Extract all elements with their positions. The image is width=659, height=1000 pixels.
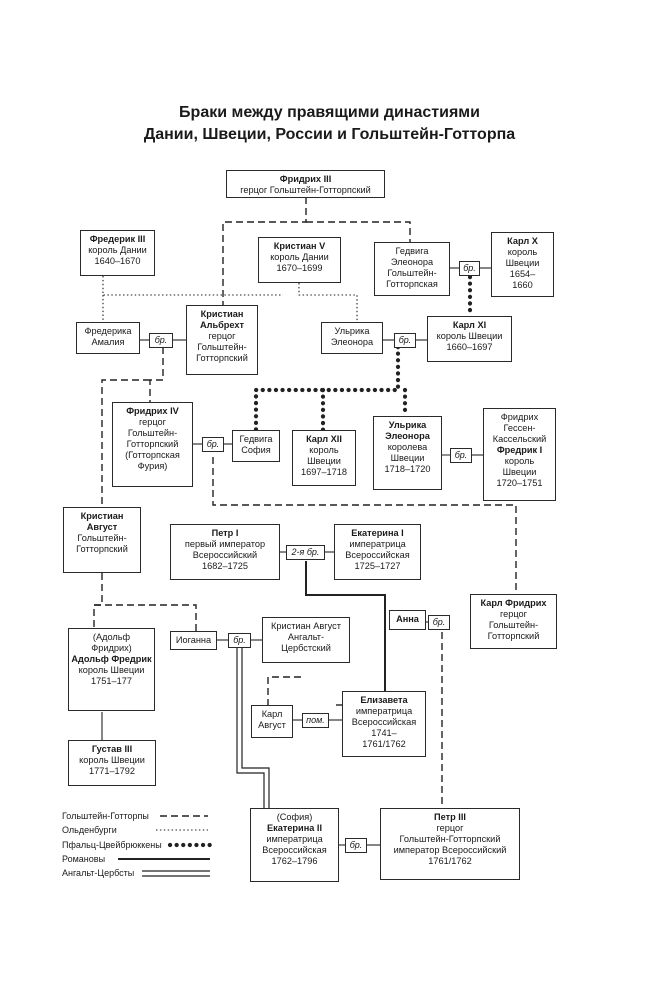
betrothal-marker-karl-avgust-elizaveta: пом. xyxy=(302,713,329,728)
person-ekaterina-2: (София) Екатерина II императрица Всеросс… xyxy=(250,808,339,882)
person-gedviga-sofia: Гедвига София xyxy=(232,430,280,462)
person-fridrih-4: Фридрих IV герцог Гольштейн- Готторпский… xyxy=(112,402,193,487)
person-kristian-5: Кристиан V король Дании 1670–1699 xyxy=(258,237,341,283)
person-karl-avgust: Карл Август xyxy=(251,705,293,738)
person-ulrika-eleonora-queen: Ульрика Элеонора королева Швеции 1718–17… xyxy=(373,416,442,490)
legend-pfalz: Пфальц-Цвейбрюккены xyxy=(62,840,162,850)
person-fredrik-1: Фридрих Гессен- Кассельский Фредрик I ко… xyxy=(483,408,556,501)
person-anna: Анна xyxy=(389,610,426,630)
marriage-marker-frederika-kristian-albreht: бр. xyxy=(149,333,173,348)
marriage-marker-gedviga-karl10: бр. xyxy=(459,261,480,276)
person-karl-12: Карл XII король Швеции 1697–1718 xyxy=(292,430,356,486)
person-gustav-3: Густав III король Швеции 1771–1792 xyxy=(68,740,156,786)
legend-lines xyxy=(118,815,213,877)
marriage-marker-ekaterina2-petr3: бр. xyxy=(345,838,367,853)
person-karl-10: Карл X король Швеции 1654– 1660 xyxy=(491,232,554,297)
person-adolf-fredrik: (Адольф Фридрих) Адольф Фредрик король Ш… xyxy=(68,628,155,711)
marriage-marker-fridrih4-gedviga-sofia: бр. xyxy=(202,437,224,452)
oldenburg-lines xyxy=(102,276,358,322)
person-frederik-3: Фредерик III король Дании 1640–1670 xyxy=(80,230,155,276)
legend-oldenburg: Ольденбурги xyxy=(62,825,117,835)
marriage-marker-petr1-ekaterina1: 2-я бр. xyxy=(286,545,325,560)
person-petr-1: Петр I первый император Всероссийский 16… xyxy=(170,524,280,580)
person-ekaterina-1: Екатерина I императрица Всероссийская 17… xyxy=(334,524,421,580)
legend-romanov: Романовы xyxy=(62,854,106,864)
holstein-lines xyxy=(93,197,517,808)
marriage-marker-anna-karl-fridrih: бр. xyxy=(428,615,450,630)
anhalt-lines xyxy=(236,648,270,808)
legend-holstein: Гольштейн-Готторпы xyxy=(62,811,149,821)
person-kristian-avgust-anhalt: Кристиан Август Ангальт- Цербстский xyxy=(262,617,350,663)
person-gedviga-eleonora: Гедвига Элеонора Гольштейн- Готторпская xyxy=(374,242,450,296)
romanov-lines xyxy=(305,561,386,691)
person-ioganna: Иоганна xyxy=(170,631,217,650)
title-line-2: Дании, Швеции, России и Гольштейн-Готтор… xyxy=(143,126,516,143)
legend-anhalt: Ангальт-Цербсты xyxy=(62,868,135,878)
marriage-marker-ulrika-fredrik1: бр. xyxy=(450,448,472,463)
marriage-connectors xyxy=(101,267,491,846)
marriage-marker-ioganna-kristian-avgust: бр. xyxy=(228,633,251,648)
person-fridrih-3: Фридрих III герцог Гольштейн-Готторпский xyxy=(226,170,385,198)
title-line-1: Браки между правящими династиями xyxy=(179,104,480,121)
person-kristian-albreht: Кристиан Альбрехт герцог Гольштейн- Готт… xyxy=(186,305,258,375)
pfalz-lines xyxy=(253,274,473,433)
marriage-marker-ulrika-karl11: бр. xyxy=(394,333,416,348)
person-karl-fridrih: Карл Фридрих герцог Гольштейн- Готторпск… xyxy=(470,594,557,649)
person-karl-11: Карл XI король Швеции 1660–1697 xyxy=(427,316,512,362)
person-elizaveta: Елизавета императрица Всероссийская 1741… xyxy=(342,691,426,757)
person-petr-3: Петр III герцог Гольштейн-Готторпский им… xyxy=(380,808,520,880)
person-ulrika-eleonora-dk: Ульрика Элеонора xyxy=(321,322,383,354)
person-kristian-avgust: Кристиан Август Гольштейн- Готторпский xyxy=(63,507,141,573)
person-frederika-amalia: Фредерика Амалия xyxy=(76,322,140,354)
